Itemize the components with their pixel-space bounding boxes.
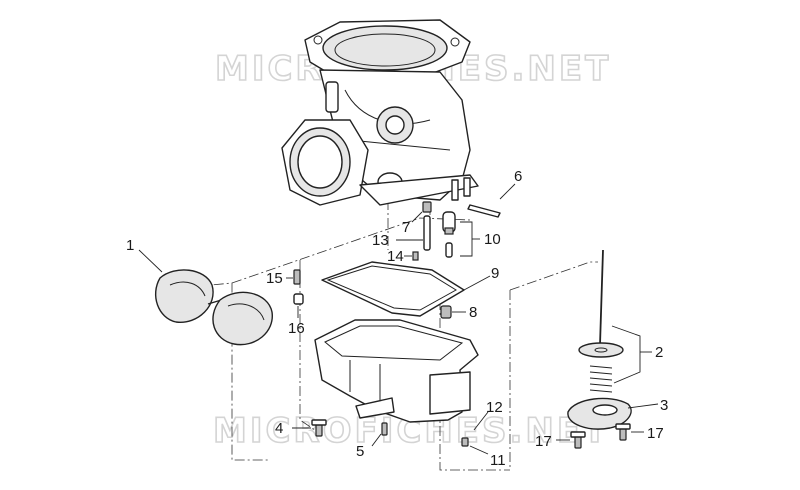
callout-7: 7 [402, 219, 410, 236]
float-bowl [314, 319, 479, 423]
callout-15: 15 [266, 270, 283, 287]
part-4-screw: 4 [275, 419, 327, 437]
callout-12: 12 [486, 399, 503, 416]
callout-17a: 17 [535, 433, 552, 450]
callout-11: 11 [490, 452, 506, 469]
callout-1: 1 [126, 237, 134, 254]
part-12-washer: 12 [473, 399, 503, 431]
part-10-needle-valve: 10 [442, 211, 501, 258]
part-16-bushing: 16 [288, 293, 305, 337]
part-11-screw: 11 [461, 437, 506, 469]
callout-2: 2 [655, 344, 663, 361]
callout-16: 16 [288, 320, 305, 337]
callout-10: 10 [484, 231, 501, 248]
callout-4: 4 [275, 420, 283, 437]
carburetor-body [281, 19, 479, 206]
part-14-screw: 14 [387, 248, 419, 265]
part-13-jet-holder: 13 [372, 215, 431, 251]
part-3-cover-plate: 3 [567, 397, 668, 430]
part-7-jet: 7 [402, 201, 432, 236]
callout-13: 13 [372, 232, 389, 249]
part-5-screw: 5 [356, 422, 388, 460]
callout-8: 8 [469, 304, 477, 321]
callout-5: 5 [356, 443, 364, 460]
part-17-screw-left: 17 [535, 431, 586, 450]
part-6-pin: 6 [467, 168, 522, 218]
part-17-screw-right: 17 [615, 423, 664, 442]
callout-3: 3 [660, 397, 668, 414]
part-1-filter-caps: 1 [126, 237, 273, 346]
part-9-gasket: 9 [321, 261, 499, 317]
part-8-float-needle: 8 [440, 304, 477, 321]
callout-6: 6 [514, 168, 522, 185]
callout-14: 14 [387, 248, 404, 265]
part-2-needle-assembly: 2 [578, 249, 663, 393]
callout-17b: 17 [647, 425, 664, 442]
part-15-screw: 15 [266, 269, 301, 287]
callout-9: 9 [491, 265, 499, 282]
